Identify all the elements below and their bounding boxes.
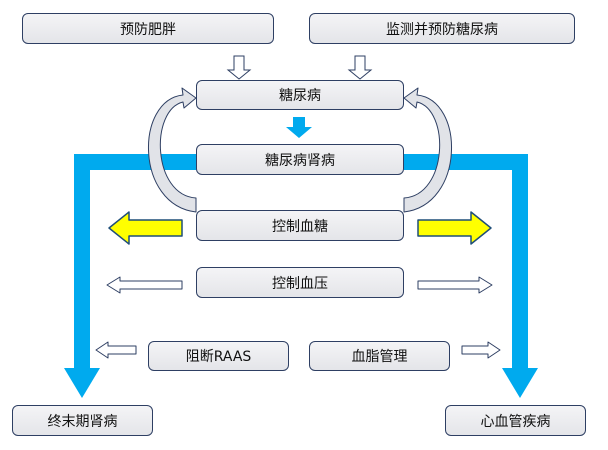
outline-arrow-right-bp — [417, 276, 493, 294]
outline-arrow-left-bp — [106, 276, 183, 294]
bp-control-box: 控制血压 — [196, 267, 404, 298]
prevent-obesity-label: 预防肥胖 — [120, 21, 176, 38]
diabetic-nephropathy-label: 糖尿病肾病 — [265, 152, 335, 169]
arrow-to-cvd — [404, 154, 538, 398]
monitor-prevent-diabetes-box: 监测并预防糖尿病 — [309, 13, 575, 44]
glucose-control-box: 控制血糖 — [196, 210, 404, 241]
bp-control-label: 控制血压 — [272, 275, 328, 292]
esrd-label: 终末期肾病 — [47, 413, 118, 430]
lipid-management-box: 血脂管理 — [309, 341, 450, 371]
monitor-prevent-diabetes-label: 监测并预防糖尿病 — [386, 21, 498, 38]
down-arrow-monitor — [347, 55, 373, 80]
cvd-box: 心血管疾病 — [445, 405, 586, 436]
arrow-to-esrd — [64, 154, 196, 398]
raas-block-label: 阻断RAAS — [185, 349, 252, 365]
diabetic-nephropathy-box: 糖尿病肾病 — [196, 144, 404, 175]
raas-block-box: 阻断RAAS — [148, 341, 289, 371]
esrd-box: 终末期肾病 — [12, 405, 153, 436]
yellow-arrow-left — [108, 211, 183, 245]
curved-arrow-right — [403, 87, 453, 213]
cvd-label: 心血管疾病 — [480, 413, 551, 430]
diabetes-box: 糖尿病 — [196, 80, 404, 110]
down-arrow-to-nephropathy — [286, 117, 312, 138]
glucose-control-label: 控制血糖 — [272, 218, 328, 235]
curved-arrow-left — [147, 87, 197, 213]
diabetes-label: 糖尿病 — [279, 88, 321, 104]
outline-arrow-left-raas — [95, 341, 137, 359]
down-arrow-obesity — [226, 55, 252, 80]
lipid-management-label: 血脂管理 — [351, 349, 408, 365]
prevent-obesity-box: 预防肥胖 — [22, 13, 274, 44]
yellow-arrow-right — [417, 211, 492, 245]
outline-arrow-right-lipid — [461, 341, 501, 359]
